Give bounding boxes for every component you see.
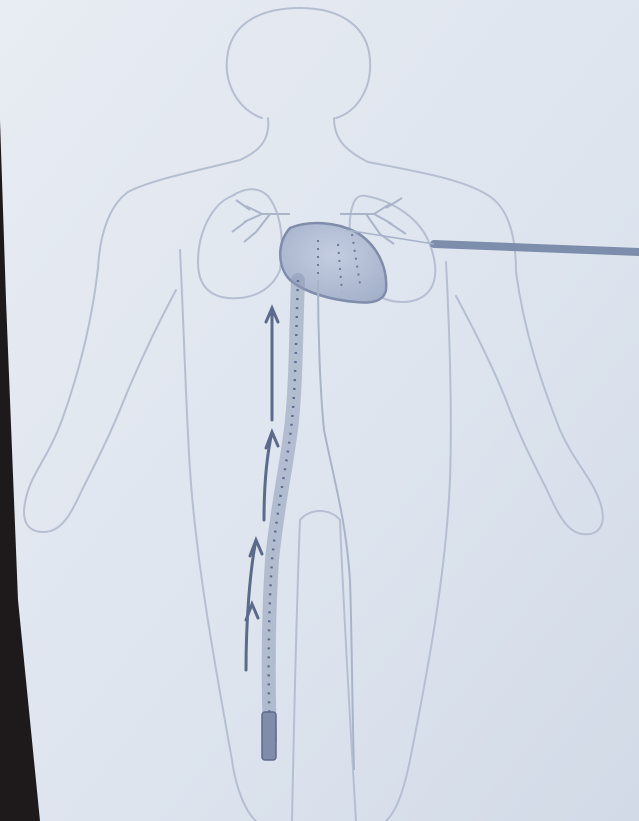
sheath [262,712,276,760]
